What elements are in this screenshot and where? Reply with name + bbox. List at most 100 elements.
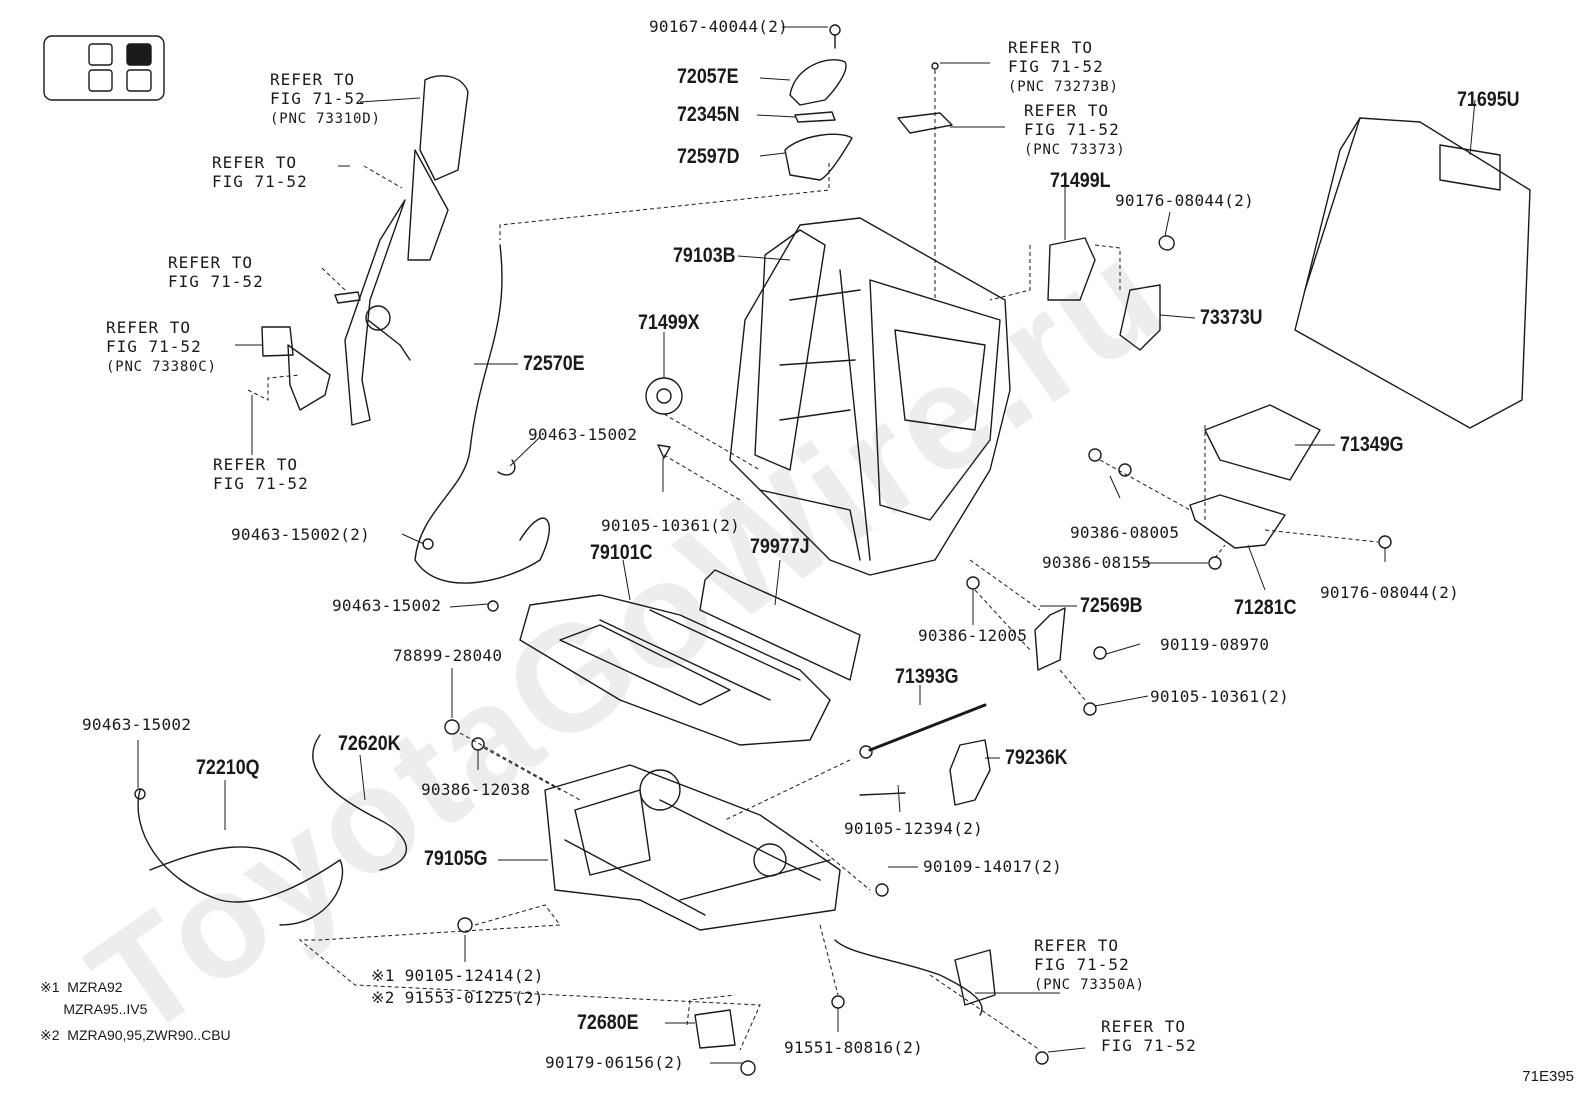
refer-pnc-8: (PNC 73350A) <box>1034 977 1145 993</box>
part-71499L[interactable]: 71499L <box>1050 169 1111 192</box>
part-72345N[interactable]: 72345N <box>677 103 740 126</box>
end-90463-d <box>134 788 146 800</box>
cover-plate <box>897 112 953 134</box>
bolt-90119 <box>1093 646 1107 660</box>
footnote-1: ※1 MZRA92 MZRA95..IV5 <box>40 979 148 1017</box>
refer-pnc-6: (PNC 73273B) <box>1008 79 1119 95</box>
part-71349G[interactable]: 71349G <box>1340 433 1404 456</box>
part-79105G[interactable]: 79105G <box>424 847 488 870</box>
part-91553-01225[interactable]: ※2 91553-01225(2) <box>371 988 544 1007</box>
end-90463-b <box>422 538 434 550</box>
recliner-71499X <box>645 377 683 415</box>
cover-71349G <box>1204 404 1321 481</box>
refer-label-2: REFER TO FIG 71-52 <box>212 153 308 191</box>
part-72569B[interactable]: 72569B <box>1080 594 1143 617</box>
refer-pnc-4: (PNC 73380C) <box>106 359 217 375</box>
nut-90179 <box>740 1060 756 1076</box>
belt-anchor <box>261 326 331 411</box>
bracket-72569B <box>1034 607 1066 671</box>
part-90179-06156[interactable]: 90179-06156(2) <box>545 1053 685 1072</box>
refer-label-1: REFER TO FIG 71-52 (PNC 73310D) <box>270 70 381 129</box>
pad-79977J <box>699 569 861 681</box>
part-90386-12038[interactable]: 90386-12038 <box>421 780 531 799</box>
bracket-72680E <box>694 1009 736 1049</box>
bracket-79236K <box>949 739 991 806</box>
nut-90386-12005 <box>966 576 980 590</box>
part-90176-08044-bot[interactable]: 90176-08044(2) <box>1320 583 1460 602</box>
end-90463-c <box>487 600 499 612</box>
refer-label-5: REFER TO FIG 71-52 <box>213 455 309 493</box>
seatback-frame-79103B <box>729 217 1011 576</box>
figure-code: 71E395 <box>1522 1068 1574 1085</box>
part-72597D[interactable]: 72597D <box>677 145 740 168</box>
part-90105-12414[interactable]: ※1 90105-12414(2) <box>371 966 544 985</box>
part-71281C[interactable]: 71281C <box>1234 596 1297 619</box>
cushion-frame-79101C <box>519 594 831 746</box>
part-90463-15002-a[interactable]: 90463-15002 <box>528 425 638 444</box>
refer-pnc-1: (PNC 73310D) <box>270 111 381 127</box>
part-90386-08155[interactable]: 90386-08155 <box>1042 553 1152 572</box>
seat-belt-assembly <box>334 75 469 426</box>
part-90463-15002-b[interactable]: 90463-15002(2) <box>231 525 371 544</box>
refer-label-8: REFER TO FIG 71-52 (PNC 73350A) <box>1034 936 1145 995</box>
part-90176-08044-top[interactable]: 90176-08044(2) <box>1115 191 1255 210</box>
part-90463-15002-d[interactable]: 90463-15002 <box>82 715 192 734</box>
part-90386-12005[interactable]: 90386-12005 <box>918 626 1028 645</box>
bracket-71499L <box>1047 237 1096 301</box>
clip-72345N <box>794 111 836 123</box>
part-79236K[interactable]: 79236K <box>1005 746 1068 769</box>
part-90119-08970[interactable]: 90119-08970 <box>1160 635 1270 654</box>
part-72620K[interactable]: 72620K <box>338 732 401 755</box>
part-90386-08005[interactable]: 90386-08005 <box>1070 523 1180 542</box>
nut-90386-08155 <box>1208 556 1222 570</box>
part-73373U[interactable]: 73373U <box>1200 306 1263 329</box>
part-90167-40044[interactable]: 90167-40044(2) <box>649 17 789 36</box>
part-72057E[interactable]: 72057E <box>677 65 739 88</box>
part-71393G[interactable]: 71393G <box>895 665 959 688</box>
cable-72570E <box>414 244 550 584</box>
part-79101C[interactable]: 79101C <box>590 541 653 564</box>
part-90105-10361-a[interactable]: 90105-10361(2) <box>601 516 741 535</box>
refer-text-6: REFER TO FIG 71-52 <box>1008 38 1104 76</box>
part-71499X[interactable]: 71499X <box>638 311 700 334</box>
part-72570E[interactable]: 72570E <box>523 352 585 375</box>
cover-73373U <box>1119 284 1161 351</box>
buckle-harness <box>834 939 983 1016</box>
part-78899-28040[interactable]: 78899-28040 <box>393 646 503 665</box>
part-90109-14017[interactable]: 90109-14017(2) <box>923 857 1063 876</box>
nut-90386-12038 <box>471 737 485 751</box>
nut-90176-top <box>1158 235 1175 251</box>
refer-label-9: REFER TO FIG 71-52 <box>1101 1017 1197 1055</box>
part-90105-10361-b[interactable]: 90105-10361(2) <box>1150 687 1290 706</box>
part-79977J[interactable]: 79977J <box>750 535 810 558</box>
part-90463-15002-c[interactable]: 90463-15002 <box>332 596 442 615</box>
cover-72057E <box>789 59 847 106</box>
part-72210Q[interactable]: 72210Q <box>196 756 260 779</box>
footnote-2: ※2 MZRA90,95,ZWR90..CBU <box>40 1027 231 1043</box>
part-71695U[interactable]: 71695U <box>1457 88 1520 111</box>
bolt-90105-a <box>657 444 671 459</box>
part-90105-12394[interactable]: 90105-12394(2) <box>844 819 984 838</box>
screw-90167 <box>829 24 841 36</box>
bolt-90386-08005a <box>1088 448 1102 462</box>
cable-72620K <box>312 734 408 871</box>
refer-text-8: REFER TO FIG 71-52 <box>1034 936 1130 974</box>
bolt-90105-12414 <box>457 917 473 933</box>
refer-label-4: REFER TO FIG 71-52(PNC 73380C) <box>106 318 217 377</box>
part-79103B[interactable]: 79103B <box>673 244 736 267</box>
refer-label-3: REFER TO FIG 71-52 <box>168 253 264 291</box>
refer-text-7: REFER TO FIG 71-52 <box>1024 101 1120 139</box>
nut-90176-bot <box>1378 535 1392 549</box>
refer-text-1: REFER TO FIG 71-52 <box>270 70 366 108</box>
buckle <box>954 949 996 1006</box>
seat-position-icon <box>43 35 165 101</box>
back-board-71695U <box>1294 117 1531 429</box>
refer-label-6: REFER TO FIG 71-52 (PNC 73273B) <box>1008 38 1119 97</box>
part-72680E[interactable]: 72680E <box>577 1011 639 1034</box>
part-91551-80816[interactable]: 91551-80816(2) <box>784 1038 924 1057</box>
bolt-91551 <box>831 995 845 1009</box>
rod-71393G <box>868 703 987 752</box>
cable-72210Q <box>137 789 344 926</box>
